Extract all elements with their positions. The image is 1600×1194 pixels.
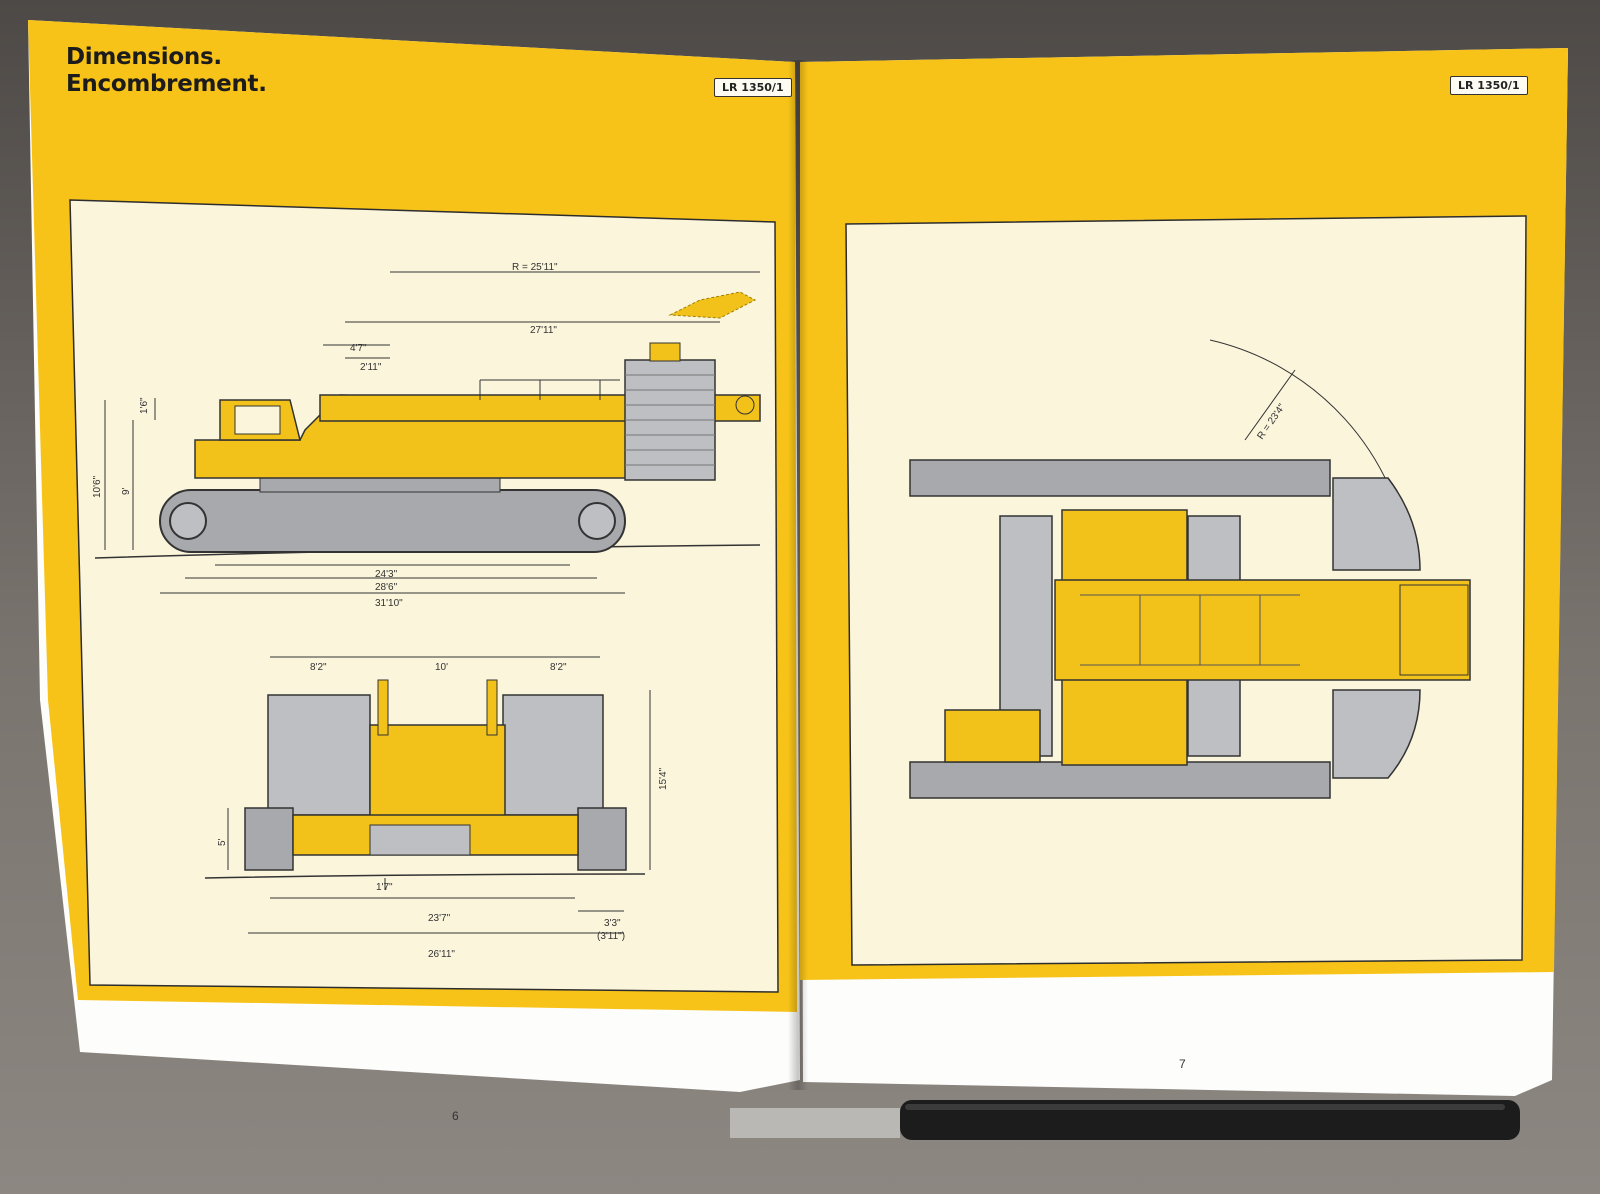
model-badge-left: LR 1350/1 (714, 78, 792, 97)
dim-height-total: 10'6" (92, 475, 103, 498)
page-title-line1: Dimensions. (66, 44, 222, 70)
crane-front-view (204, 656, 651, 934)
dim-offset-a: 4'7" (350, 343, 367, 354)
spine-shadow (788, 60, 808, 1090)
page-title-line2: Encombrement. (66, 71, 267, 97)
dim-overall-length: 31'10" (375, 598, 403, 609)
dim-radius: R = 25'11" (512, 262, 558, 273)
model-badge-right: LR 1350/1 (1450, 76, 1528, 95)
dim-track-width-alt: (3'11") (597, 931, 625, 942)
pen-illustration (730, 1100, 1520, 1140)
dim-height-body: 9' (121, 487, 132, 495)
dim-ground-clearance: 1'7" (376, 882, 393, 893)
page-number-right: 7 (1179, 1057, 1186, 1071)
dim-track-gauge: 23'7" (428, 913, 451, 924)
dim-track-inner: 24'3" (375, 569, 398, 580)
dim-offset-b: 2'11" (360, 362, 382, 373)
dim-boom-length: 27'11" (530, 325, 557, 336)
dim-counterweight-right: 8'2" (550, 662, 567, 673)
dim-counterweight-left: 8'2" (310, 662, 327, 673)
dim-top-radius: R = 23'4" (1255, 402, 1288, 442)
dim-track-outer: 28'6" (375, 582, 398, 593)
crane-side-view (94, 271, 761, 594)
dim-overall-width: 26'11" (428, 949, 455, 960)
dim-track-width: 3'3" (604, 918, 621, 929)
dim-undercarriage-height: 5' (217, 838, 228, 846)
dim-cab-step: 1'6" (139, 397, 150, 414)
page-title: Dimensions. Encombrement. (66, 44, 267, 98)
crane-top-view (909, 339, 1471, 799)
page-number-left: 6 (452, 1109, 459, 1123)
dim-center-width: 10' (435, 662, 448, 673)
dim-front-height: 15'4" (658, 767, 669, 790)
